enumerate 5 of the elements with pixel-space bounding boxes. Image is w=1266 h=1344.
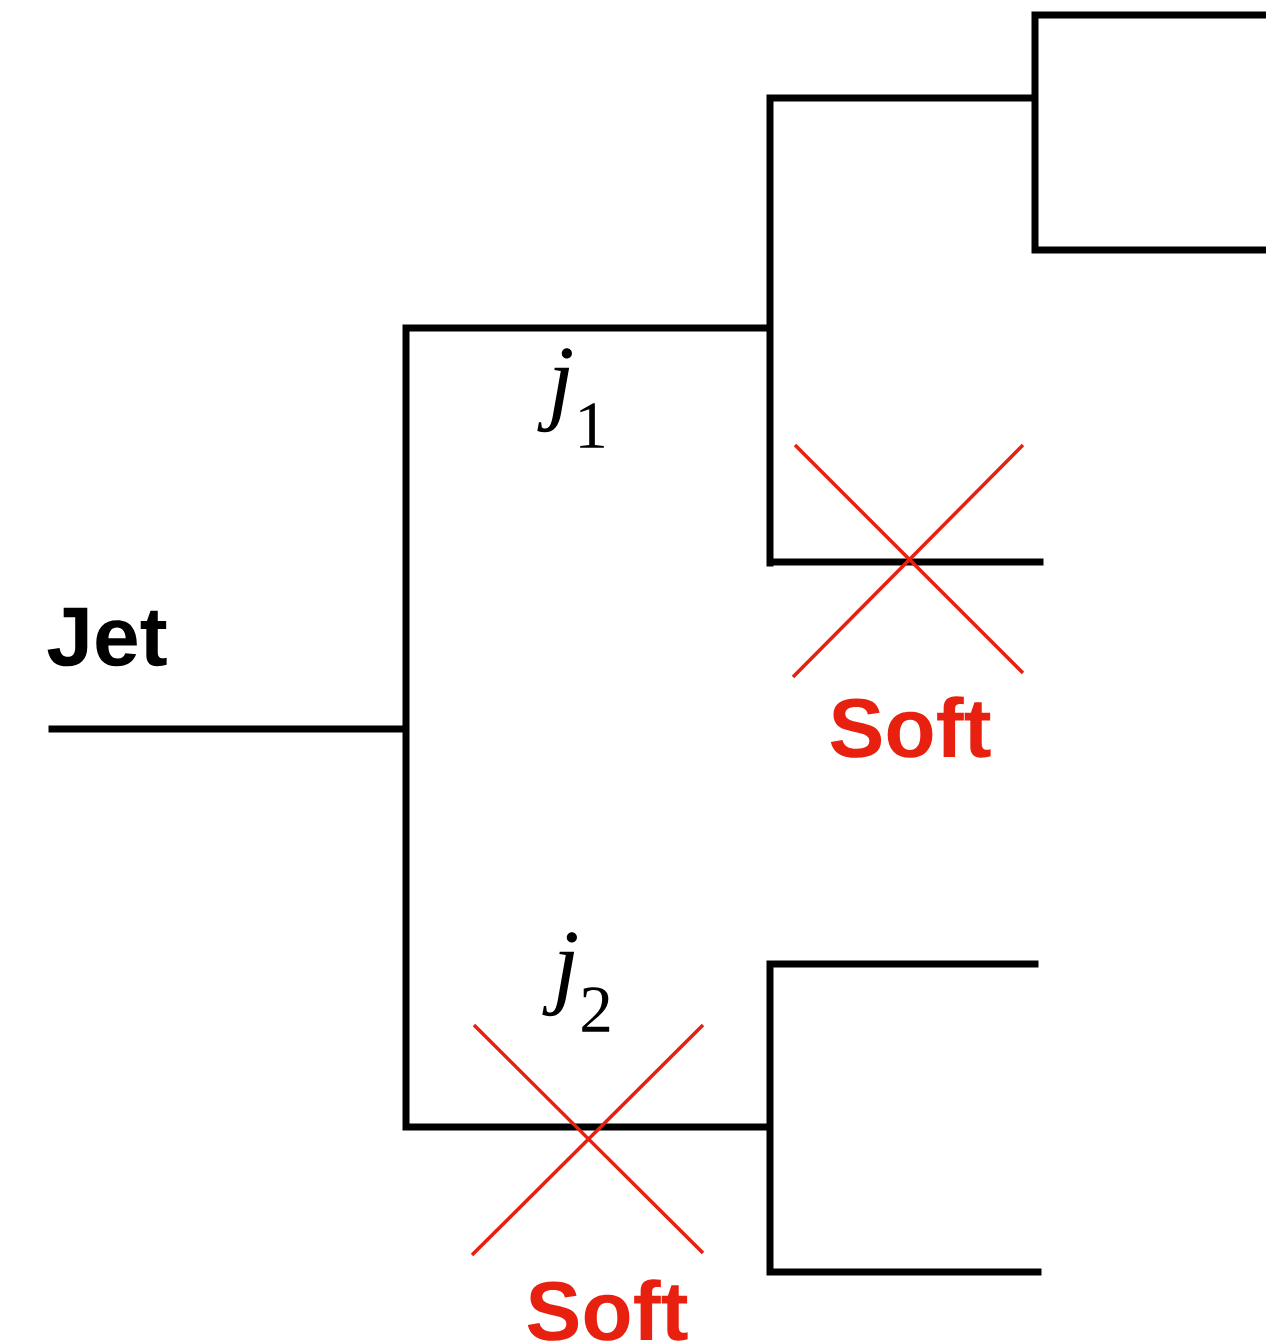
branch-label: j$_{2}$ (542, 932, 610, 1032)
soft-label: Soft (830, 696, 991, 758)
branch-label: j$_{1}$ (537, 348, 604, 448)
jet-label: Jet (47, 607, 167, 667)
soft-label: Soft (527, 1279, 688, 1341)
